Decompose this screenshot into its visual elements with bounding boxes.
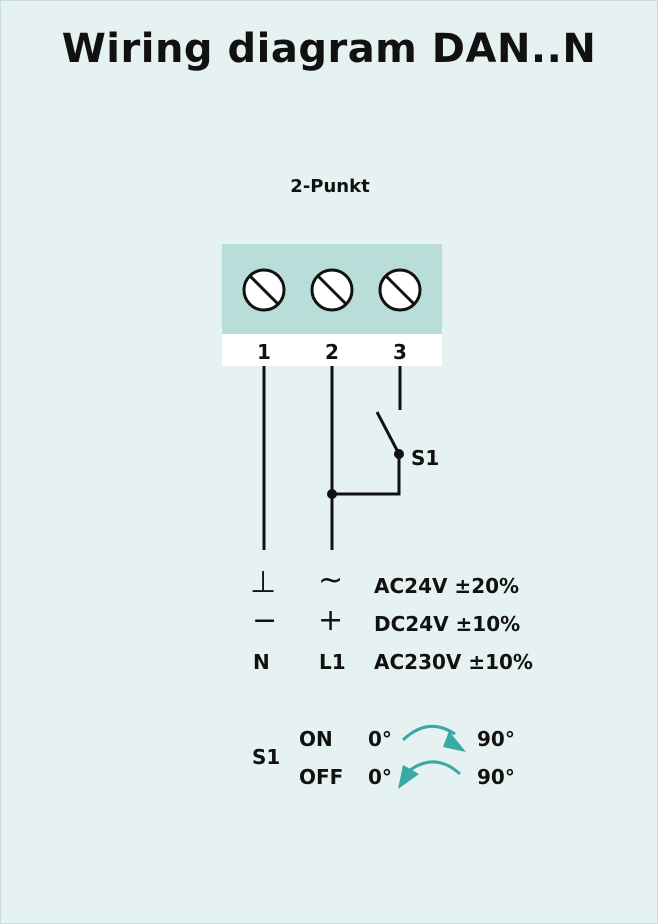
terminal-number-strip xyxy=(222,334,442,366)
terminal-number-3: 3 xyxy=(393,340,407,364)
junction-node xyxy=(327,489,337,499)
switching-off-to: 90° xyxy=(477,765,515,789)
switching-label: S1 xyxy=(252,745,281,769)
switch-s1-wire xyxy=(332,454,401,496)
terminal-number-1: 1 xyxy=(257,340,271,364)
terminal-number-2: 2 xyxy=(325,340,339,364)
switching-on-to: 90° xyxy=(477,727,515,751)
rotation-arrow-icon xyxy=(401,724,466,752)
screw-terminal-icon xyxy=(310,268,354,312)
supply-symbol-l1: L1 xyxy=(319,650,346,674)
switching-state-on: ON xyxy=(299,727,333,751)
supply-symbol-ac: ~ xyxy=(318,563,344,598)
switching-off-from: 0° xyxy=(368,765,392,789)
diagram-subtitle: 2-Punkt xyxy=(290,176,370,197)
supply-symbol-minus: − xyxy=(252,603,278,638)
switching-on-from: 0° xyxy=(368,727,392,751)
supply-text-ac24: AC24V ±20% xyxy=(374,574,520,598)
supply-symbol-plus: + xyxy=(318,603,344,638)
switch-s1-contact xyxy=(375,411,401,455)
screw-terminal-icon xyxy=(378,268,422,312)
switch-label: S1 xyxy=(411,446,440,470)
screw-terminal-icon xyxy=(242,268,286,312)
switching-state-off: OFF xyxy=(299,765,344,789)
supply-text-dc24: DC24V ±10% xyxy=(374,612,521,636)
rotation-arrow-icon xyxy=(398,760,462,789)
supply-symbol-ground: ⊥ xyxy=(250,565,277,600)
supply-text-ac230: AC230V ±10% xyxy=(374,650,533,674)
page-title: Wiring diagram DAN..N xyxy=(61,26,597,72)
supply-symbol-n: N xyxy=(253,650,270,674)
